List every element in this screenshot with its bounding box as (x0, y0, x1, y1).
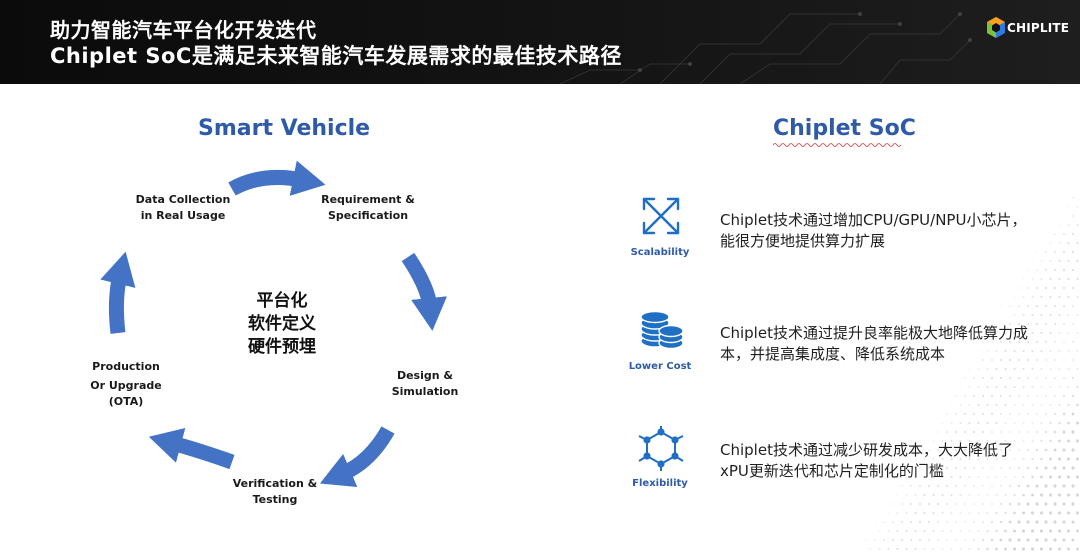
feature-label-flexibility: Flexibility (632, 478, 688, 489)
feature-label-scalability: Scalability (630, 247, 690, 258)
feature-label-lower-cost: Lower Cost (628, 361, 692, 372)
feature-text-flexibility: Chiplet技术通过减少研发成本，大大降低了 xPU更新迭代和芯片定制化的门槛 (720, 441, 1013, 480)
stage-requirement: Requirement & Specification (321, 193, 415, 222)
header-title-line1: 助力智能汽车平台化开发迭代 (50, 18, 317, 42)
feature-text-lower-cost: Chiplet技术通过提升良率能极大地降低算力成 本，并提高集成度、降低系统成本 (720, 324, 1028, 363)
expand-arrows-icon (642, 197, 680, 235)
chiplet-soc-title: Chiplet SoC (773, 116, 916, 141)
stage-verification: Verification & Testing (232, 477, 318, 506)
spellcheck-underline (773, 143, 902, 147)
coins-stack-icon (640, 310, 684, 350)
cycle-arrow-left (100, 251, 136, 334)
header-title-line2: Chiplet SoC是满足未来智能汽车发展需求的最佳技术路径 (50, 44, 622, 68)
cycle-arrow-bottom-left (148, 427, 235, 470)
logo-text: CHIPLITE (1007, 21, 1070, 35)
cycle-arrow-top (228, 160, 326, 196)
dot-pattern-background (830, 180, 1080, 551)
circuit-pattern (559, 12, 972, 84)
header-banner: 助力智能汽车平台化开发迭代 Chiplet SoC是满足未来智能汽车发展需求的最… (0, 0, 1080, 84)
stage-data-collection: Data Collection in Real Usage (135, 193, 231, 222)
feature-text-scalability: Chiplet技术通过增加CPU/GPU/NPU小芯片， 能很方便地提供算力扩展 (720, 211, 1027, 250)
development-cycle-diagram (100, 160, 448, 487)
cycle-arrow-right (401, 252, 448, 331)
smart-vehicle-title: Smart Vehicle (198, 116, 371, 141)
stage-design: Design & Simulation (391, 369, 459, 398)
chiplite-logo-icon (987, 17, 1005, 38)
cycle-arrow-bottom-right (319, 426, 395, 487)
cycle-center-text: 平台化 软件定义 硬件预埋 (248, 291, 316, 357)
stage-production: Production Or Upgrade (OTA) (90, 360, 162, 408)
molecule-network-icon (638, 426, 684, 471)
